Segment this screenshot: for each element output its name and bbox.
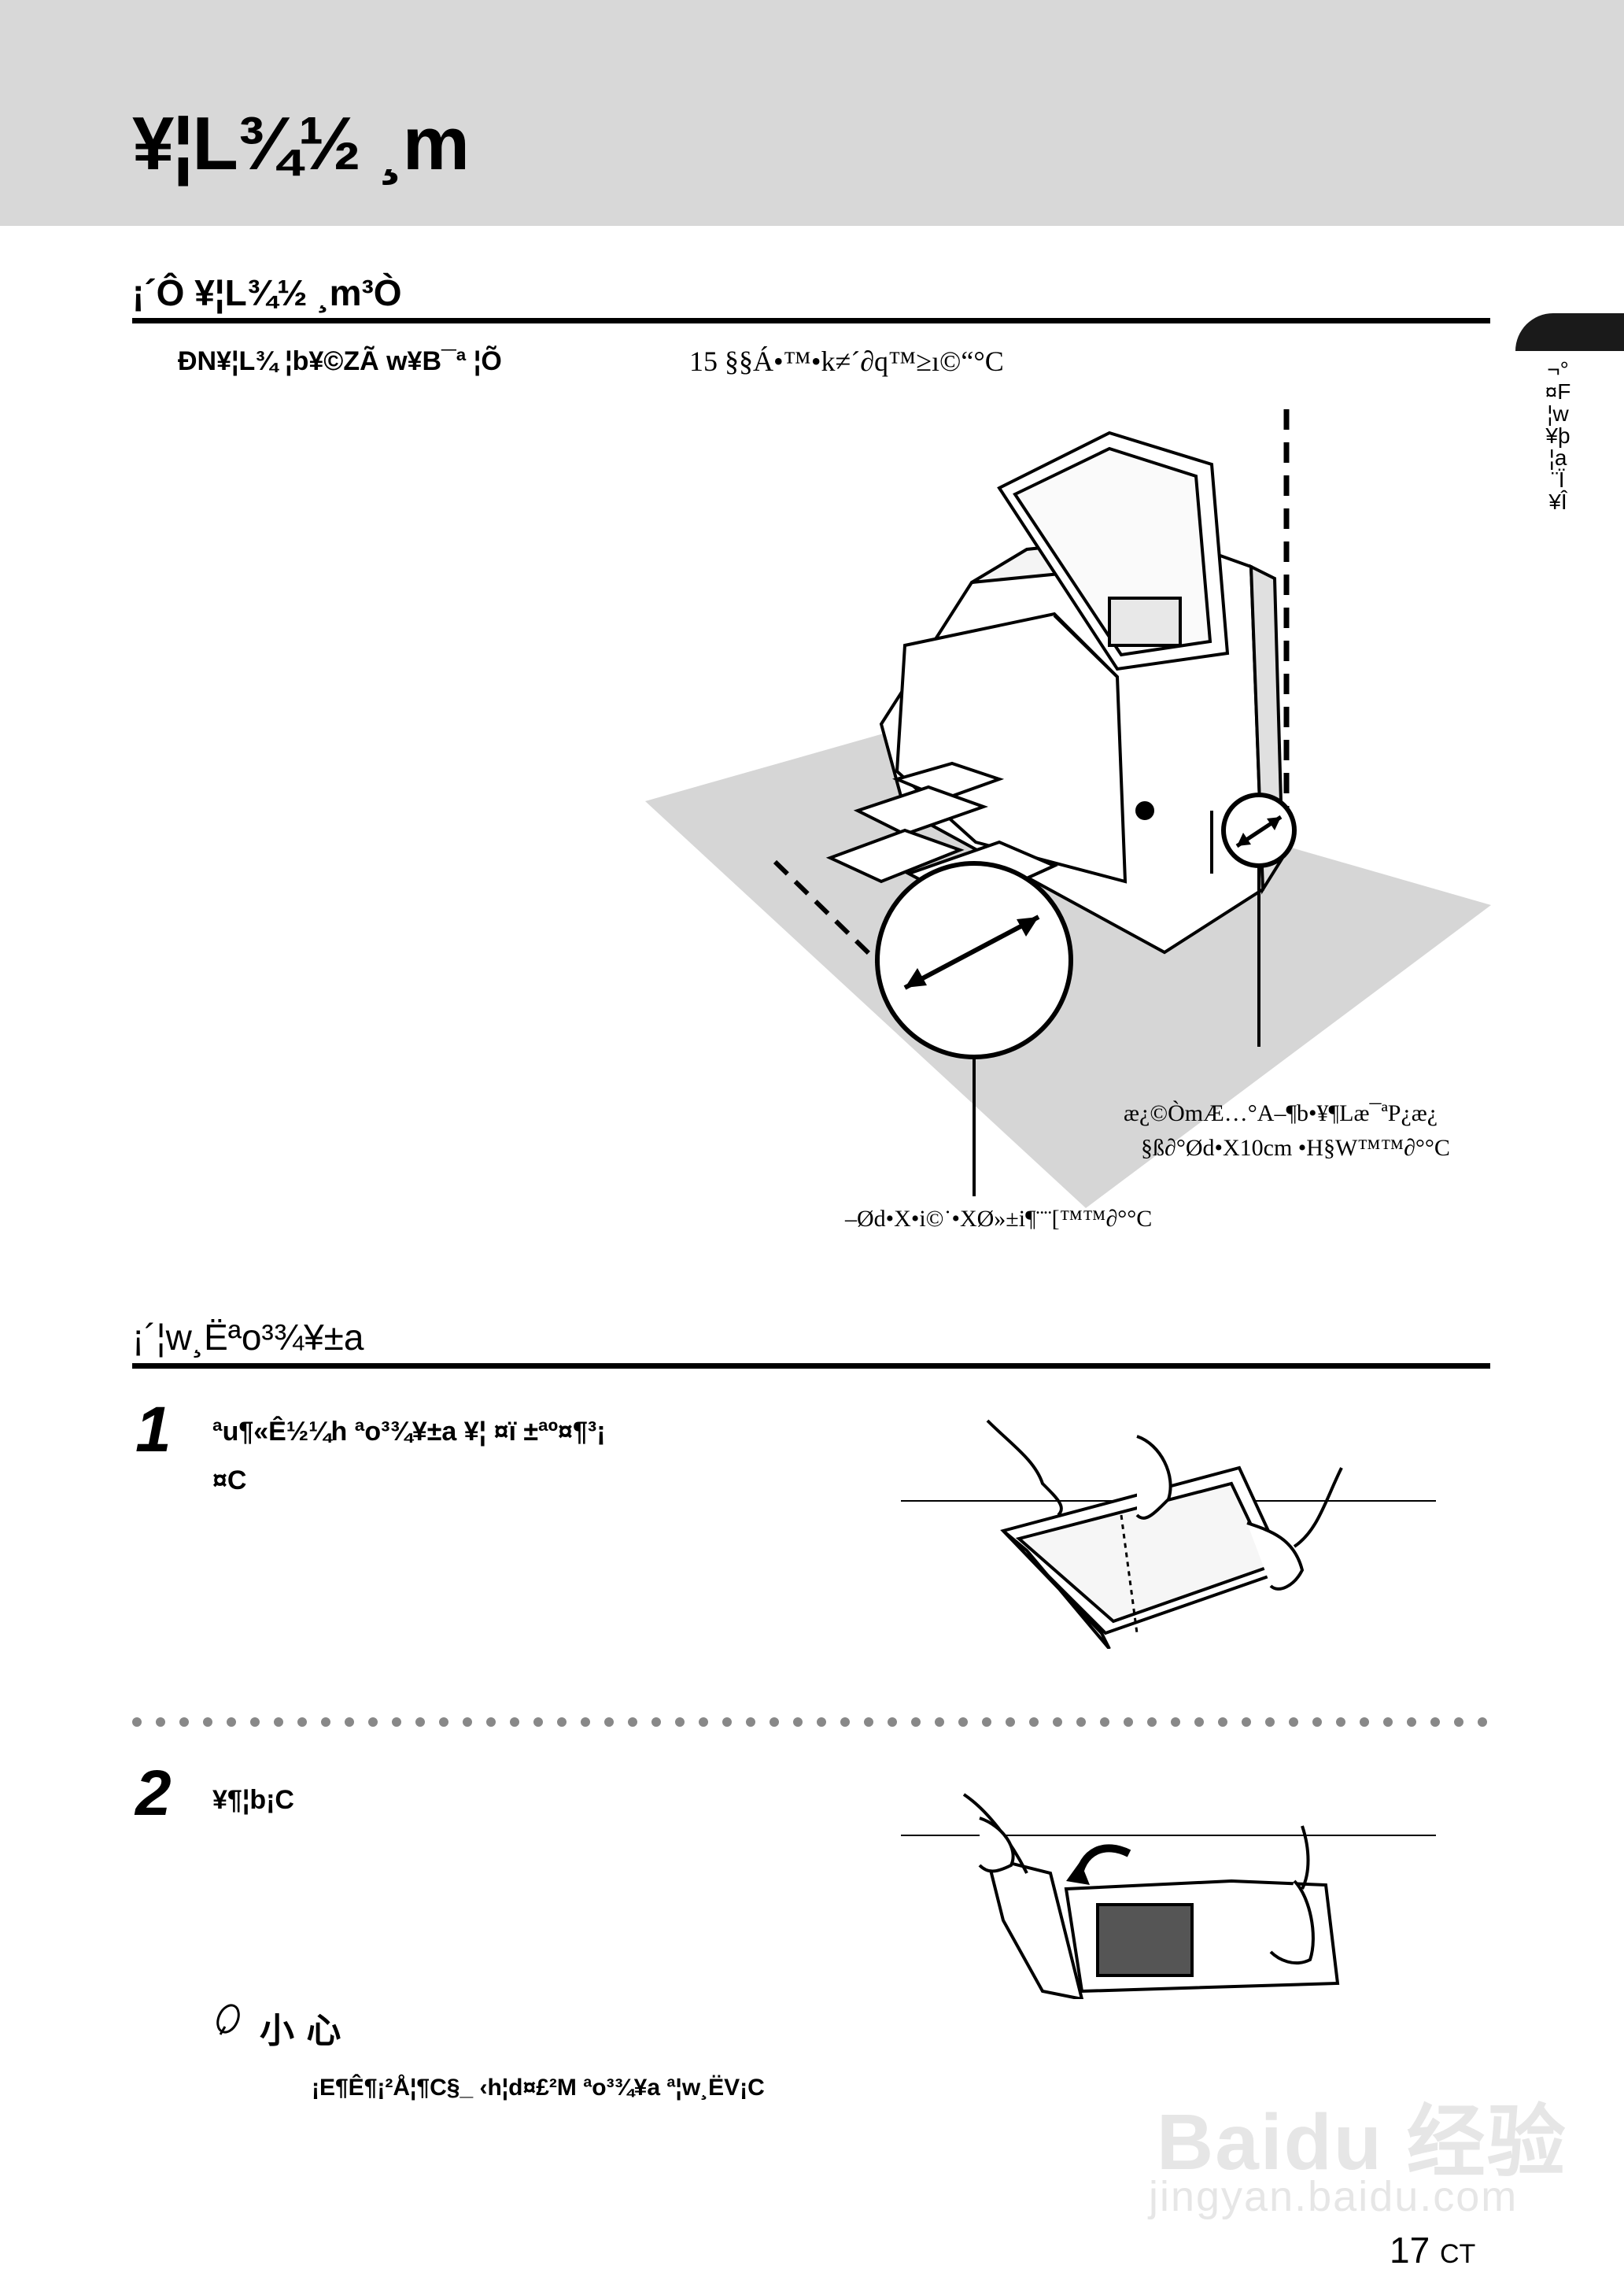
side-clearance-label-2: §ß∂°Ød•X10cm •H§W™™∂°°C <box>1141 1135 1450 1161</box>
step2-text: ¥¶¦b¡C <box>212 1785 294 1815</box>
section2-heading: ¡´¦w¸Ëªo³¾¥±a <box>132 1317 364 1358</box>
temperature-note: 15 §§Á•™•k≠´∂q™≥ı©“°C <box>689 346 1004 377</box>
page-number-suffix: CT <box>1439 2239 1476 2269</box>
header-band <box>0 0 1624 226</box>
page-number: 17 CT <box>1390 2229 1475 2271</box>
page-title: ¥¦L¾½ ¸m <box>132 102 470 186</box>
page-number-value: 17 <box>1390 2230 1430 2271</box>
printer-placement-illustration <box>645 409 1491 1208</box>
side-tab-text: ¬° ¤F ¦w ¥þ ¦a ¨Ï ¥Î <box>1545 357 1571 514</box>
step1-text-2: ¤C <box>212 1465 247 1495</box>
step1-illustration <box>901 1419 1436 1649</box>
section1-heading: ¡´Ô ¥¦L¾½ ¸m³Ò <box>132 272 402 313</box>
watermark-url: jingyan.baidu.com <box>1149 2173 1519 2220</box>
caution-icon <box>216 2004 240 2035</box>
front-clearance-arrow <box>903 915 1040 990</box>
step1-number: 1 <box>135 1394 172 1465</box>
watermark-logo: Baidu 经验 <box>1157 2098 1567 2186</box>
step-separator-dots <box>132 1717 1490 1727</box>
side-clearance-label: æ¿©ÒmÆ…°A–¶b•¥¶Læ¯ªP¿æ¿ <box>1124 1100 1438 1126</box>
front-clearance-label: –Ød•X•i©˙•XØ»±i¶¨¨[™™∂°°C <box>845 1206 1153 1232</box>
printer-body <box>879 431 1285 955</box>
section1-rule <box>132 318 1490 323</box>
side-tab <box>1515 313 1624 351</box>
front-clearance-circle <box>875 861 1073 1059</box>
caution-label: 小 心 <box>260 2011 341 2051</box>
placement-note: ÐN¥¦L¾ ¦b¥©ZÃ w¥B¯ª ¦Õ <box>178 346 502 376</box>
section2-rule <box>132 1363 1490 1369</box>
step2-number: 2 <box>135 1757 172 1829</box>
caution-text: ¡E¶Ê¶¡²Å¦¶C§_ ‹h¦d¤£²M ªo³¾¥a ª¦w¸ËV¡C <box>312 2075 765 2101</box>
step2-illustration <box>901 1793 1436 1999</box>
step1-text: ªu¶«Ê½¼h ªo³¾¥±a ¥¦ ¤ï ±ªº¤¶³¡ <box>212 1417 606 1447</box>
